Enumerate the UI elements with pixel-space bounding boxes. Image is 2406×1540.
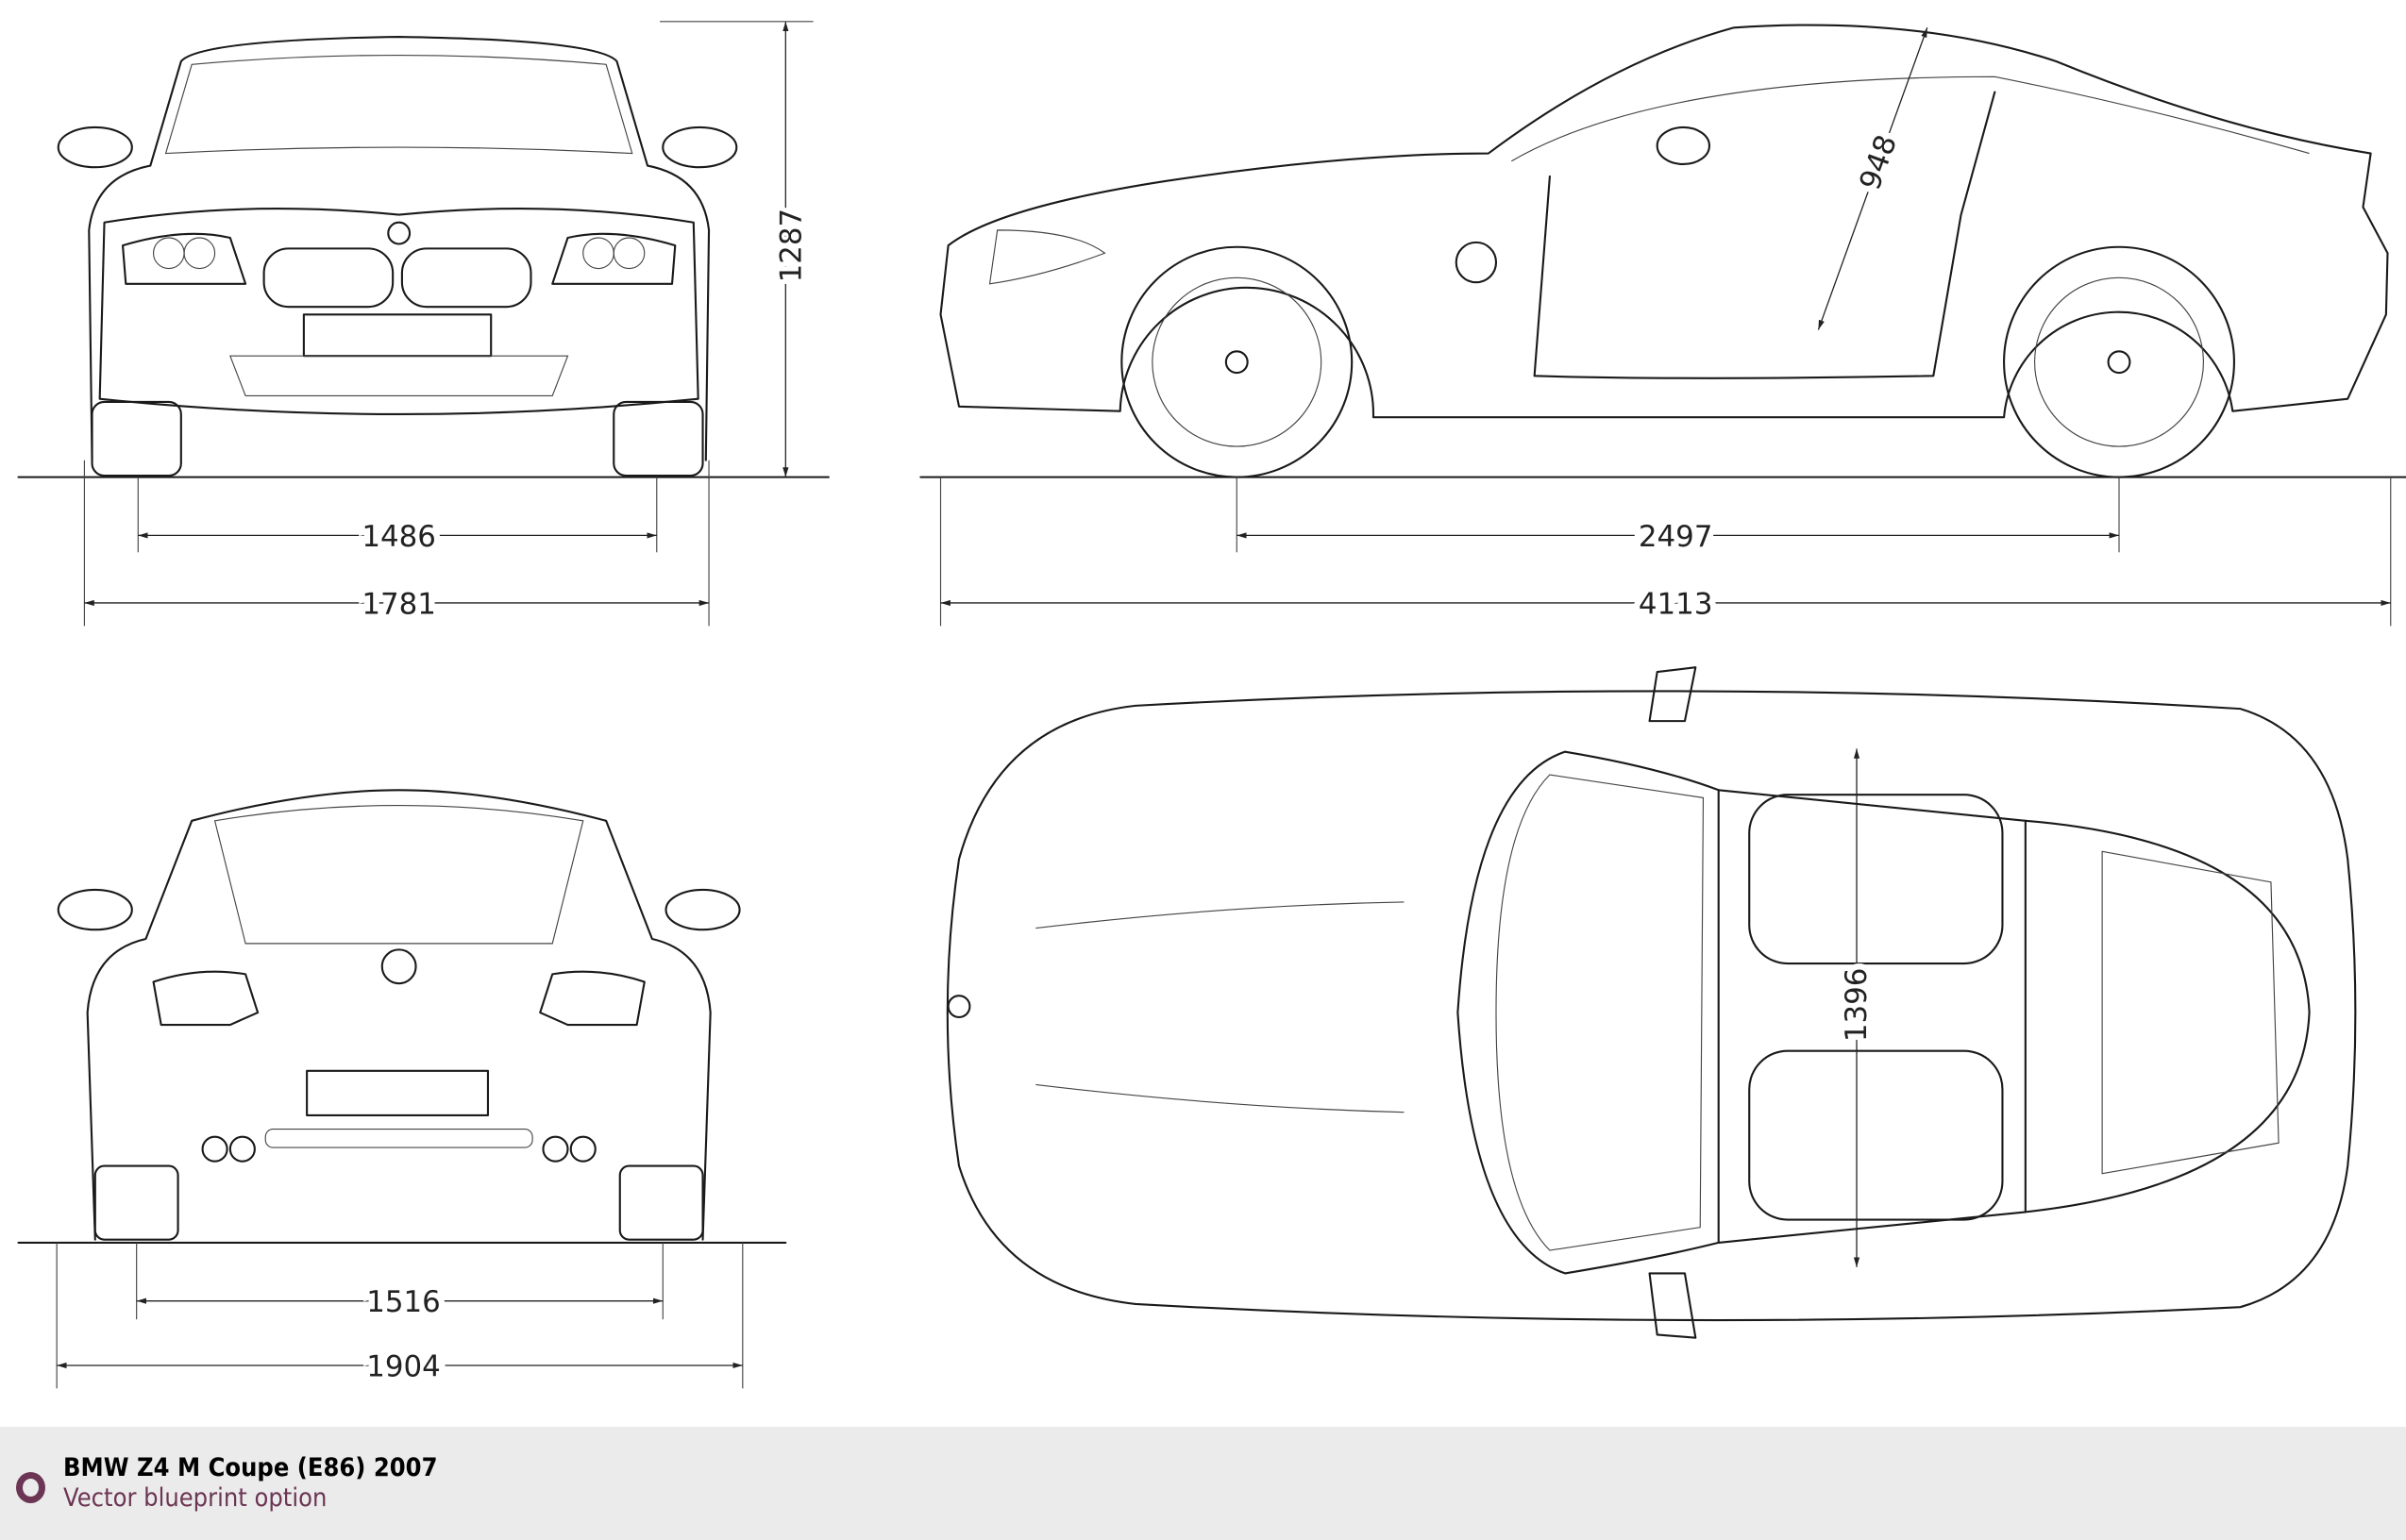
footer-caption: BMW Z4 M Coupe (E86) 2007 Vector bluepri… [0, 1427, 2406, 1540]
dim-length: 4113 [1639, 587, 1713, 621]
blueprint-title: BMW Z4 M Coupe (E86) 2007 [63, 1453, 438, 1482]
dim-rear-width: 1904 [366, 1349, 441, 1383]
side-view: 948 2497 4113 [919, 24, 2406, 628]
front-view: 1287 1486 1781 [17, 21, 830, 628]
top-view: 1396 [946, 666, 2357, 1339]
blueprint-subtitle: Vector blueprint option [63, 1483, 328, 1513]
dim-front-track: 1486 [362, 520, 436, 554]
rear-view: 1516 1904 [17, 789, 787, 1390]
dim-wheelbase: 2497 [1639, 520, 1713, 554]
dim-interior-width: 1396 [1840, 968, 1874, 1043]
dim-rear-track: 1516 [366, 1285, 441, 1319]
ring-bullet-icon [16, 1472, 45, 1503]
blueprint-drawing: 1287 1486 1781 948 2497 4113 [17, 21, 2406, 1390]
dim-front-height: 1287 [775, 209, 809, 283]
dim-front-width: 1781 [362, 587, 436, 621]
dim-door-opening: 948 [1853, 130, 1904, 194]
